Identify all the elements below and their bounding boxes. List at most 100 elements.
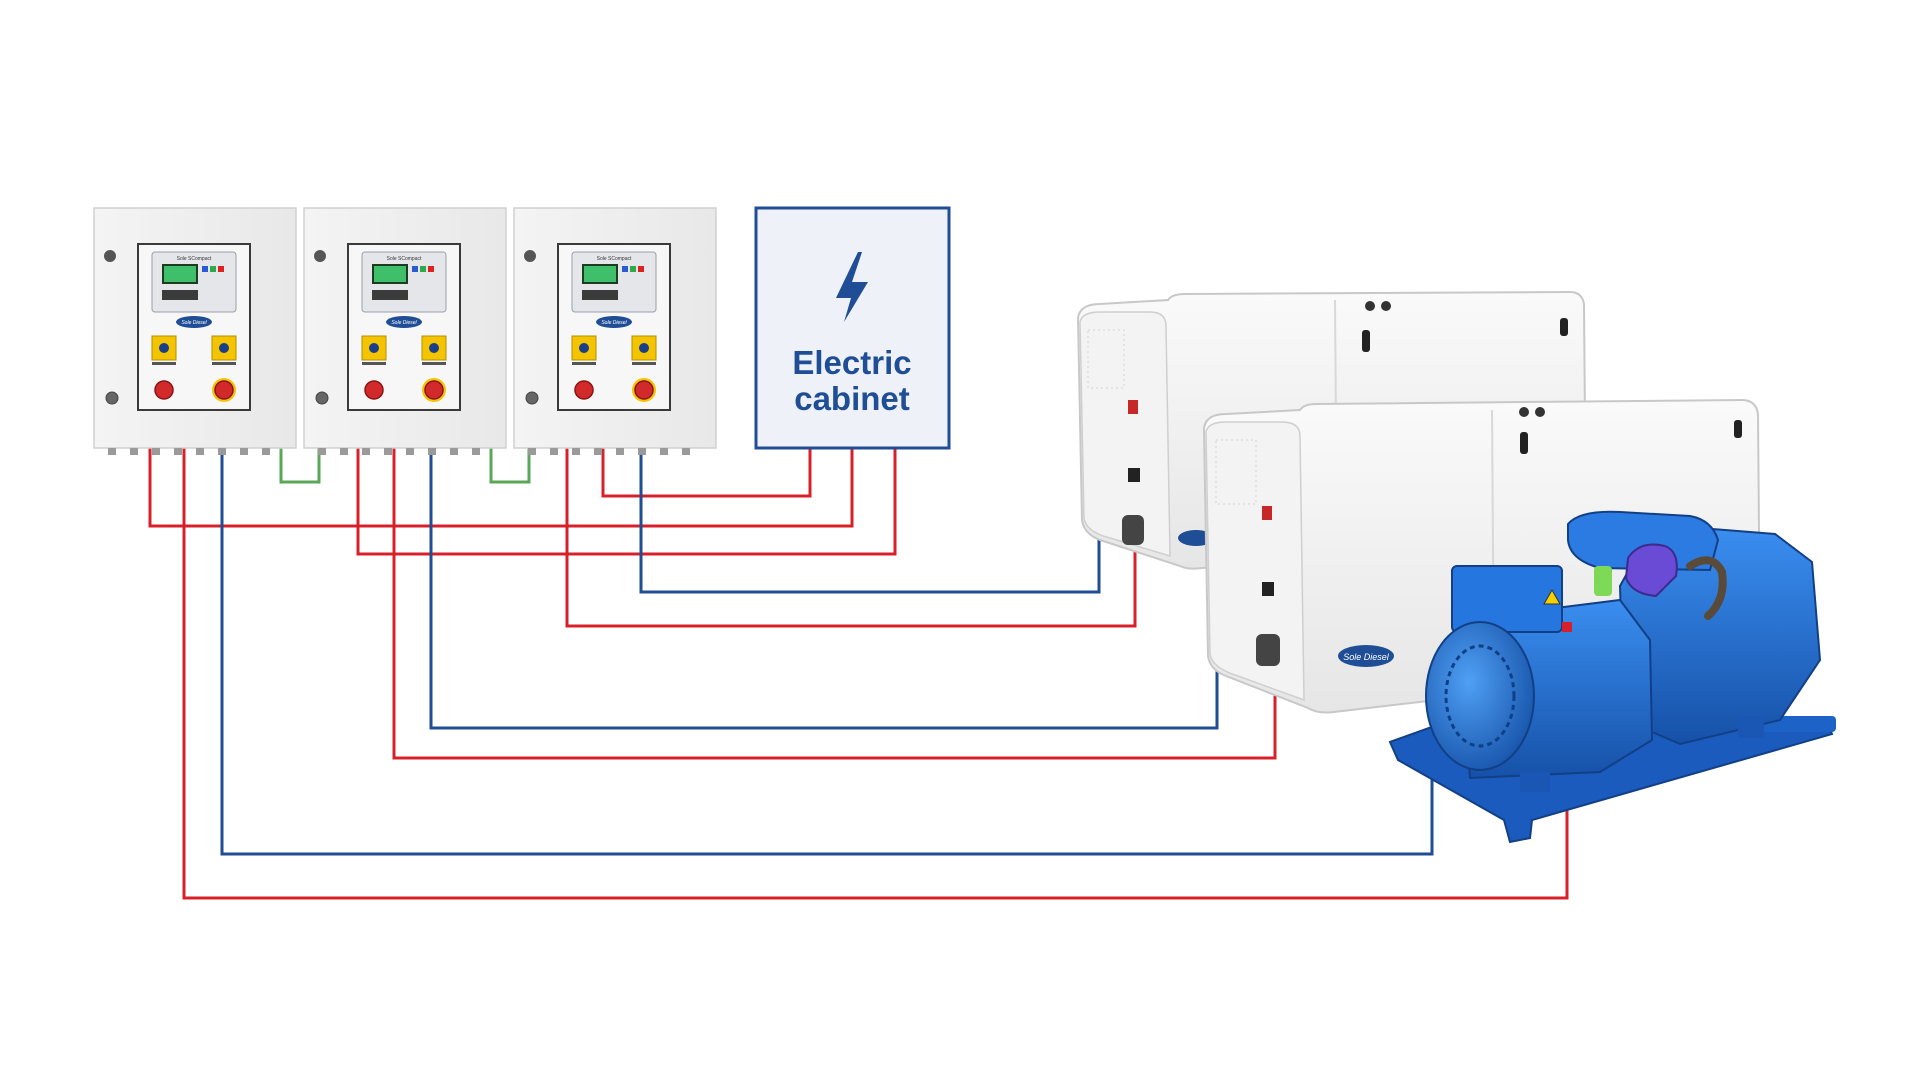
generator-3-cable-gland-red [1562,622,1572,632]
panel-switch-knob [159,343,169,353]
panel-switch-knob [639,343,649,353]
panel-cable-gland [174,448,182,455]
signal-wire-p1-gen3 [220,448,1434,856]
generator-3-terminal-box [1451,565,1563,633]
panel-controller-screen [374,266,406,282]
panel-lock-icon [524,250,536,262]
panel-cable-gland [616,448,624,455]
panel-controller-keypad [372,290,408,300]
panel-switch-knob [369,343,379,353]
panel-switch-label-plate [152,362,176,365]
generator-2-bolt-a [1519,407,1529,417]
panel-switch-label-plate [212,362,236,365]
generator-3-foot-right [1738,716,1764,738]
panel-logo [176,316,212,328]
panel-controller-key [210,266,216,272]
generator-1-handle-right [1560,318,1568,336]
generator-1-bolt-a [1365,301,1375,311]
generator-2-logo [1338,645,1394,667]
panel-switch-label-plate [362,362,386,365]
panel-cable-gland [660,448,668,455]
panel-cable-gland [240,448,248,455]
panel-controller-screen [584,266,616,282]
panel-stop-button [364,380,384,400]
panel-lock-icon [104,250,116,262]
panel-cable-gland [682,448,690,455]
generator-2-handle-right [1734,420,1742,438]
panel-cable-gland [196,448,204,455]
panel-cable-gland [340,448,348,455]
generator-3-alternator-face [1425,621,1535,771]
panel-emergency-stop-button [214,380,234,400]
panel-logo-text: Sole Diesel [601,320,627,326]
panel-cable-gland [406,448,414,455]
generator-3-foot-left [1520,772,1550,792]
panel-cable-gland [152,448,160,455]
panel-cable-gland [384,448,392,455]
panel-switch-label-plate [572,362,596,365]
panel-stop-button [574,380,594,400]
power-wire-p3-cabinet [601,448,812,498]
lightning-bolt-icon [836,252,868,322]
generator-2-logo-text: Sole Diesel [1343,652,1390,662]
generator-1-exhaust [1122,515,1144,545]
generator-3-coolant-cap [1594,566,1612,596]
panel-cable-gland [130,448,138,455]
panel-logo [596,316,632,328]
panel-key-icon [525,391,539,405]
generator-1-connector-a [1128,400,1138,414]
panel-switch-label-plate [632,362,656,365]
panel-cable-gland [528,448,536,455]
panel-cable-gland [594,448,602,455]
generator-2-connector-a [1262,506,1272,520]
power-wire-p1-cabinet [148,448,854,528]
generator-1-connector-b [1128,468,1140,482]
panel-logo [386,316,422,328]
generator-open-frame [1388,510,1836,844]
panel-emergency-stop-button [424,380,444,400]
generator-2-connector-b [1262,582,1274,596]
panel-link-wire-1 [279,448,321,484]
panel-controller-key [622,266,628,272]
panel-cable-gland [472,448,480,455]
power-wire-p2-cabinet [356,448,897,556]
panel-cable-gland [318,448,326,455]
panel-cable-gland [428,448,436,455]
generator-1-handle [1362,330,1370,352]
generator-3-pipe [1686,556,1727,620]
panel-link-wire-2 [489,448,531,484]
panel-logo-text: Sole Diesel [181,320,207,326]
generator-2-side-face [1205,421,1305,702]
panel-controller-key [202,266,208,272]
panel-lock-icon [314,250,326,262]
panel-key-icon [315,391,329,405]
panel-switch-knob [219,343,229,353]
panel-cable-gland [450,448,458,455]
panel-cable-gland [572,448,580,455]
panel-switch-knob [429,343,439,353]
panel-stop-button [154,380,174,400]
panel-cable-gland [638,448,646,455]
generator-3-turbo [1567,510,1720,572]
electric-cabinet-box [754,206,951,450]
panel-controller-keypad [162,290,198,300]
generator-3-alternator-grille [1444,644,1516,748]
panel-controller-brand: Sole SCompact [597,256,632,262]
panel-controller-screen [164,266,196,282]
panel-cable-gland [262,448,270,455]
generator-2-handle [1520,432,1528,454]
panel-controller-key [420,266,426,272]
panel-cable-gland [550,448,558,455]
panel-cable-gland [108,448,116,455]
panel-key-icon [105,391,119,405]
panel-controller-keypad [582,290,618,300]
generator-3-intake [1624,543,1678,598]
panel-controller-key [412,266,418,272]
panel-controller-brand: Sole SCompact [177,256,212,262]
generator-2-vent [1215,439,1257,505]
